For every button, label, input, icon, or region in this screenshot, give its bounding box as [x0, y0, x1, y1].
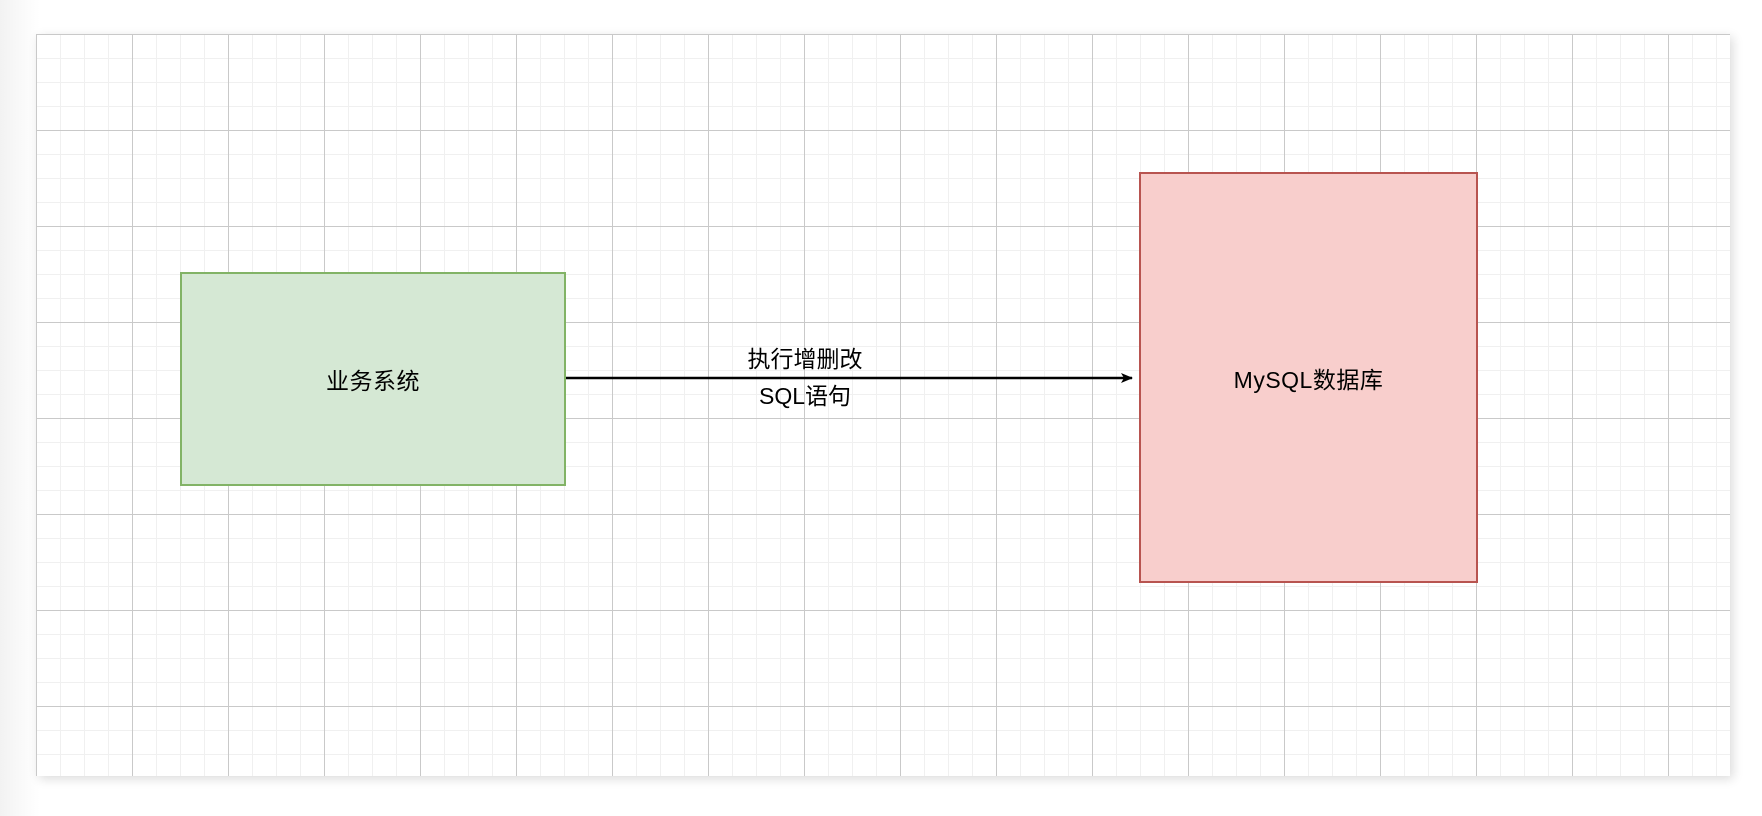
node-mysql-database-label: MySQL数据库: [1233, 366, 1384, 393]
edge-label-line-1: 执行增删改: [747, 346, 863, 372]
node-business-system[interactable]: 业务系统: [180, 272, 566, 486]
edge-label-line-2: SQL语句: [758, 383, 852, 409]
node-business-system-label: 业务系统: [326, 368, 420, 394]
node-mysql-database[interactable]: MySQL数据库: [1139, 172, 1478, 583]
